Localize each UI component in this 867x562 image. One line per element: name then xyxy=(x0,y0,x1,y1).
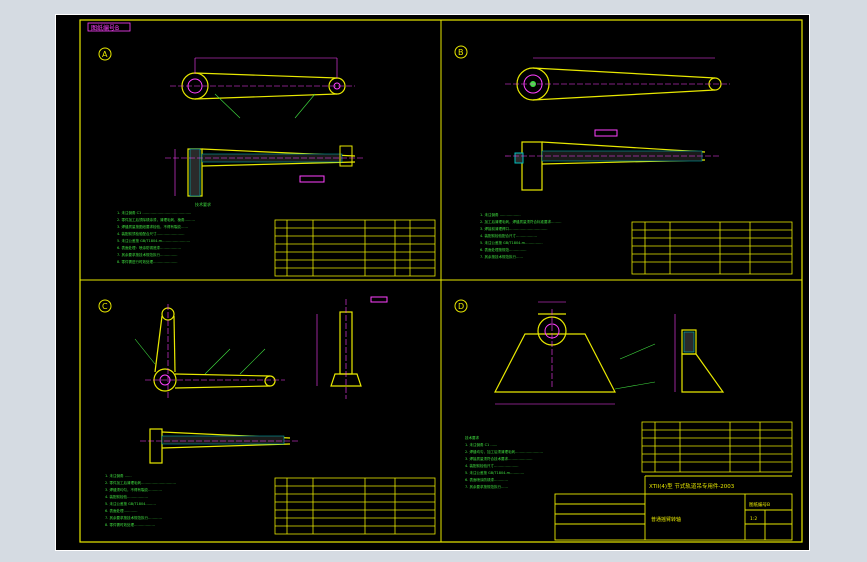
svg-text:4. 装配前检验尺寸…………………: 4. 装配前检验尺寸………………… xyxy=(465,463,519,468)
svg-text:5. 未注公差按 GB/T1804………: 5. 未注公差按 GB/T1804……… xyxy=(105,501,156,506)
sheet-outer-frame xyxy=(55,14,810,551)
drawing-canvas[interactable]: 图纸编号B A xyxy=(55,14,810,551)
svg-text:2. 零件加工后须除锈涂漆，清理毛刺、棱角………: 2. 零件加工后须除锈涂漆，清理毛刺、棱角……… xyxy=(117,217,195,222)
panel-a: A xyxy=(98,47,436,277)
title-block-drawing-title: XTII(4)型 节式轨道吊专用件-2003 xyxy=(649,482,735,490)
svg-text:8. 零件需进行时效处理…………………: 8. 零件需进行时效处理………………… xyxy=(117,259,178,264)
svg-text:3. 焊接质量须符合技术要求…………………: 3. 焊接质量须符合技术要求………………… xyxy=(465,456,533,461)
title-block-scale: 1:2 xyxy=(750,516,757,522)
svg-text:3. 焊缝须均匀，不得有裂纹…………: 3. 焊缝须均匀，不得有裂纹………… xyxy=(105,487,162,492)
svg-text:5. 未注公差按 GB/T1804-m……………: 5. 未注公差按 GB/T1804-m…………… xyxy=(480,240,543,245)
svg-text:7. 其余要求按技术规范执行……………: 7. 其余要求按技术规范执行…………… xyxy=(117,252,178,257)
svg-text:7. 其余要求按规范执行……: 7. 其余要求按规范执行…… xyxy=(465,484,508,489)
svg-text:7. 其余要求按技术规范执行…………: 7. 其余要求按技术规范执行………… xyxy=(105,515,162,520)
stamp-text: 图纸编号B xyxy=(91,24,119,32)
svg-text:6. 表面喷涂防锈漆…………: 6. 表面喷涂防锈漆………… xyxy=(465,477,508,482)
panel-a-marker xyxy=(98,47,112,61)
svg-text:5. 未注公差按 GB/T1804-m…………: 5. 未注公差按 GB/T1804-m………… xyxy=(465,470,525,475)
drawing-svg: 图纸编号B A xyxy=(55,14,810,551)
panel-d-label: D xyxy=(458,302,464,311)
panel-c: C xyxy=(98,296,436,535)
svg-text:2. 焊缝均匀，加工后须清理毛刺……………………: 2. 焊缝均匀，加工后须清理毛刺…………………… xyxy=(465,449,543,454)
svg-text:1. 未注倒角 ……: 1. 未注倒角 …… xyxy=(105,473,132,478)
svg-text:1. 未注倒角 C1 ……………………………………: 1. 未注倒角 C1 …………………………………… xyxy=(117,210,192,215)
title-block-drawing-no: 图纸编号B xyxy=(749,501,770,508)
svg-text:7. 其余按技术规范执行……: 7. 其余按技术规范执行…… xyxy=(480,254,523,259)
title-block-sheet-name: 普通摇臂转轴 xyxy=(651,516,681,523)
svg-text:技术要求: 技术要求 xyxy=(195,201,211,207)
svg-text:3. 焊接前清理焊口……………………………: 3. 焊接前清理焊口…………………………… xyxy=(480,226,548,231)
svg-text:4. 装配前检验配合尺寸………………: 4. 装配前检验配合尺寸……………… xyxy=(480,233,537,238)
panel-c-label: C xyxy=(102,302,108,311)
svg-text:5. 未注公差按 GB/T1804-m……………………: 5. 未注公差按 GB/T1804-m…………………… xyxy=(117,238,191,243)
svg-text:6. 表面处理…………: 6. 表面处理………… xyxy=(105,508,138,513)
svg-text:1. 未注倒角 ………………: 1. 未注倒角 ……………… xyxy=(480,212,521,217)
svg-text:2. 加工后清理毛刺，焊缝质量须符合标准要求………: 2. 加工后清理毛刺，焊缝质量须符合标准要求……… xyxy=(480,219,562,224)
svg-text:1. 未注倒角 C1 ……: 1. 未注倒角 C1 …… xyxy=(465,442,498,447)
panel-d: D 技术要求 1. 未注倒角 C1 …… 2. 焊缝 xyxy=(454,299,793,541)
stamp-box xyxy=(87,22,131,32)
svg-text:4. 装配前检验………………: 4. 装配前检验……………… xyxy=(105,494,148,499)
panel-a-label: A xyxy=(102,50,108,59)
svg-text:6. 表面处理按规范……………: 6. 表面处理按规范…………… xyxy=(480,247,527,252)
svg-text:2. 零件加工后清理毛刺…………………………: 2. 零件加工后清理毛刺………………………… xyxy=(105,480,176,485)
svg-text:3. 焊缝质量按图纸要求检验，不得有裂纹……: 3. 焊缝质量按图纸要求检验，不得有裂纹…… xyxy=(117,224,188,229)
svg-text:6. 表面处理：喷涂防锈底漆………………: 6. 表面处理：喷涂防锈底漆……………… xyxy=(117,245,181,250)
svg-text:4. 装配前须检验配合尺寸……………………: 4. 装配前须检验配合尺寸…………………… xyxy=(117,231,185,236)
panel-d-notes-title: 技术要求 xyxy=(465,435,479,440)
panel-b-label: B xyxy=(458,48,464,57)
svg-text:8. 零件需时效处理………………: 8. 零件需时效处理……………… xyxy=(105,522,155,527)
panel-b: B 1. 未注倒角 ……………… 2. 加工后清理毛刺 xyxy=(454,45,793,275)
